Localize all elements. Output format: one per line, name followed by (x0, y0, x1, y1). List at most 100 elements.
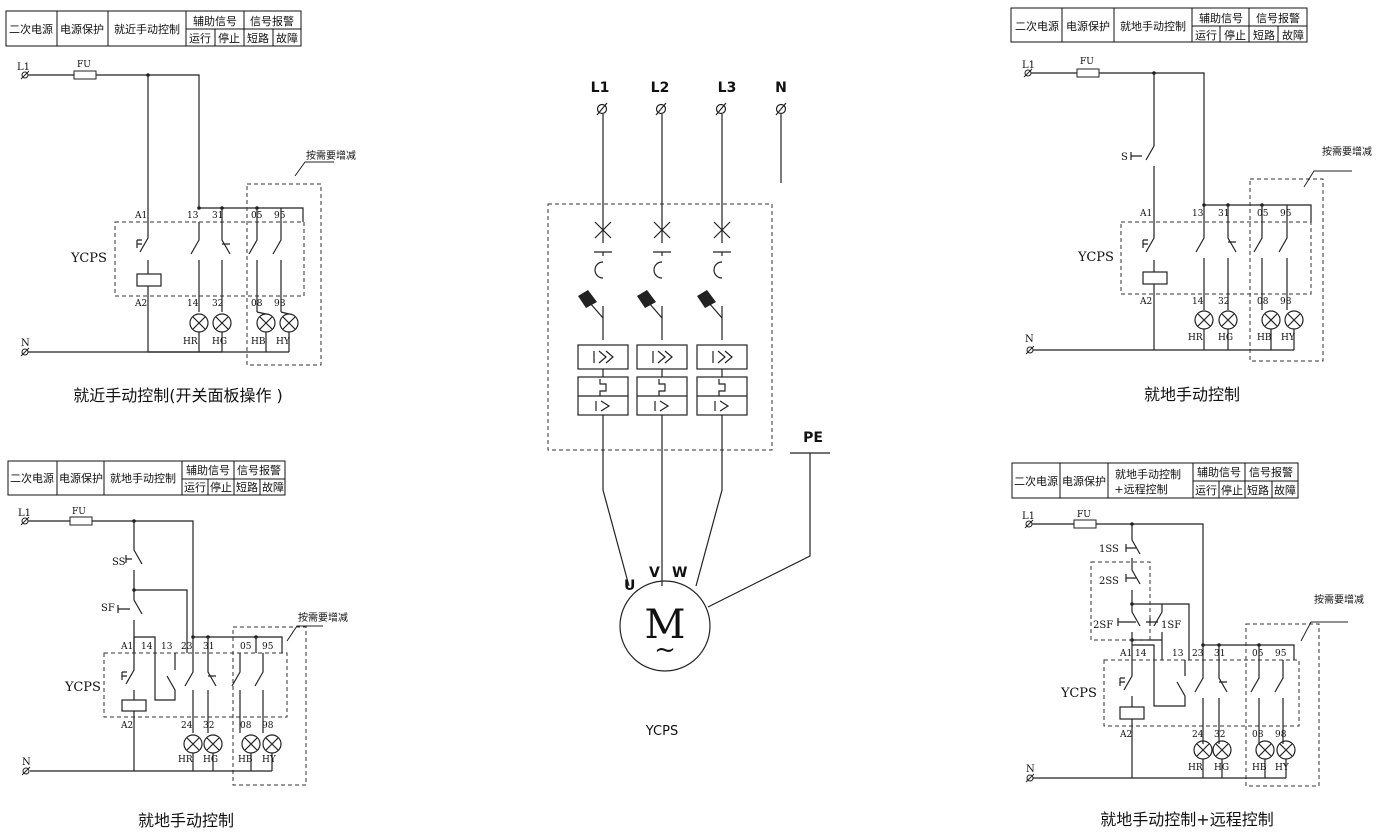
label-hr: HR (178, 755, 193, 765)
label-ss: SS (112, 557, 126, 568)
term-a2: A2 (1139, 297, 1152, 307)
hdr-protect: 电源保护 (59, 471, 103, 485)
term-a1: A1 (1119, 649, 1132, 659)
hdr-fault: 故障 (1274, 483, 1296, 497)
fuse-icon (73, 70, 97, 80)
term-23: 23 (1192, 649, 1204, 659)
label-fu: FU (77, 60, 91, 70)
term-a1: A1 (120, 642, 133, 652)
main-u: U (624, 578, 635, 594)
coil-icon (1119, 706, 1145, 720)
hdr-protect: 电源保护 (60, 22, 104, 36)
term-24: 24 (181, 721, 193, 731)
hdr-fault: 故障 (262, 480, 284, 494)
label-n: N (22, 757, 31, 768)
term-14: 14 (141, 642, 153, 652)
ycps-label-br: YCPS (1060, 686, 1097, 701)
hdr-power: 二次电源 (1014, 474, 1058, 488)
term-98: 98 (262, 721, 274, 731)
label-1ss: 1SS (1099, 544, 1119, 555)
term-05: 05 (1252, 649, 1264, 659)
hdr-protect: 电源保护 (1062, 474, 1106, 488)
terminal-icons (596, 102, 787, 116)
lamp-hb-icon (256, 313, 276, 333)
term-24: 24 (1192, 730, 1204, 740)
motor-icon (619, 580, 711, 672)
hdr-fault: 故障 (276, 31, 298, 45)
term-a1: A1 (1139, 209, 1152, 219)
hdr-aux: 辅助信号 (1197, 465, 1241, 479)
lamp-hr-icon (183, 734, 203, 754)
hdr-run: 运行 (184, 481, 206, 494)
term-98: 98 (1280, 297, 1292, 307)
hdr-fault: 故障 (1282, 28, 1304, 42)
note-bl: 按需要增减 (298, 611, 348, 624)
label-l1: L1 (18, 508, 31, 519)
hdr-short: 短路 (1253, 28, 1275, 42)
label-hb: HB (238, 755, 253, 765)
term-32: 32 (212, 299, 223, 309)
caption-tr: 就地手动控制 (1144, 385, 1240, 404)
hdr-control-2: +远程控制 (1114, 482, 1167, 496)
term-08: 08 (240, 721, 252, 731)
fuse-icon (1073, 519, 1097, 529)
label-sf: SF (101, 603, 115, 614)
header-table-bl (7, 460, 286, 496)
term-a2: A2 (134, 299, 147, 309)
note-tl: 按需要增减 (306, 149, 356, 162)
term-05: 05 (251, 211, 263, 221)
header-table-tl (5, 10, 302, 47)
lamp-hy-icon (1276, 740, 1296, 760)
term-05: 05 (1257, 209, 1269, 219)
lamp-hg-icon (212, 313, 232, 333)
main-l3: L3 (718, 80, 737, 96)
caption-center: YCPS (645, 724, 678, 739)
coil-icon (1142, 271, 1168, 285)
label-l1: L1 (17, 62, 30, 73)
hdr-alarm: 信号报警 (1256, 11, 1300, 25)
label-2sf: 2SF (1093, 620, 1113, 631)
term-13: 13 (1172, 649, 1184, 659)
label-hy: HY (262, 755, 277, 765)
label-hy: HY (1281, 333, 1296, 343)
n-terminal-icon (1025, 345, 1035, 355)
term-31: 31 (203, 642, 214, 652)
n-terminal-icon (21, 766, 31, 776)
lamp-hy-icon (262, 734, 282, 754)
lamp-hb-icon (1261, 310, 1281, 330)
label-hb: HB (1257, 333, 1272, 343)
ycps-label-tr: YCPS (1077, 250, 1114, 265)
main-v: V (649, 565, 660, 581)
header-table-tr (1010, 7, 1308, 43)
term-a2: A2 (120, 721, 133, 731)
main-n: N (775, 80, 787, 96)
lamp-hg-icon (203, 734, 223, 754)
hdr-run: 运行 (189, 32, 211, 45)
header-table-br (1011, 462, 1299, 499)
label-hy: HY (276, 337, 291, 347)
coil-icon (121, 699, 147, 712)
term-a2: A2 (1119, 730, 1132, 740)
term-08: 08 (1257, 297, 1269, 307)
term-13: 13 (1192, 209, 1204, 219)
label-1sf: 1SF (1161, 620, 1181, 631)
fuse-icon (1076, 68, 1100, 78)
caption-bl: 就地手动控制 (138, 811, 234, 830)
term-14: 14 (1192, 297, 1204, 307)
hdr-stop: 停止 (218, 31, 240, 45)
label-hg: HG (1214, 763, 1229, 773)
label-hr: HR (1188, 763, 1203, 773)
note-br: 按需要增减 (1314, 593, 1364, 606)
label-l1: L1 (1022, 511, 1035, 522)
contactor-boxes (577, 344, 748, 416)
label-fu: FU (1080, 57, 1094, 67)
label-hg: HG (203, 755, 218, 765)
hdr-power: 二次电源 (1015, 19, 1059, 33)
hdr-alarm: 信号报警 (237, 463, 281, 477)
hdr-aux: 辅助信号 (186, 463, 230, 477)
lamp-hg-icon (1218, 310, 1238, 330)
panel-top-right: 二次电源 电源保护 就地手动控制 辅助信号 信号报警 运行 停止 短路 故障 L… (1010, 7, 1372, 404)
term-32: 32 (203, 721, 214, 731)
term-31: 31 (212, 211, 223, 221)
caption-br: 就地手动控制+远程控制 (1100, 810, 1273, 829)
